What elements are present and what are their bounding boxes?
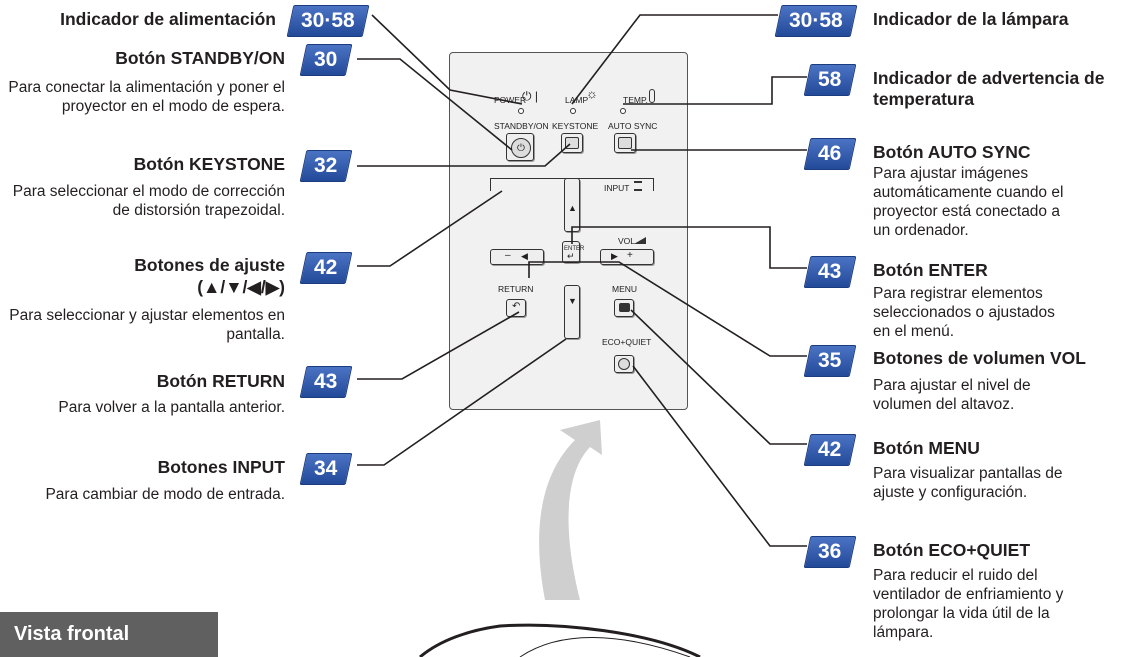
enter-label: Botón ENTER — [873, 260, 988, 280]
power-led — [518, 108, 524, 114]
power-button-icon: ⏻ — [511, 138, 531, 158]
panel-autosync-text: AUTO SYNC — [608, 121, 658, 131]
left-minus-button[interactable]: – ◀ — [490, 249, 544, 265]
projector-inner-outline — [519, 637, 691, 657]
panel-vol-text: VOL — [618, 236, 636, 246]
down-button[interactable]: ▼ — [564, 285, 580, 339]
panel-temp-text: TEMP. — [623, 95, 648, 105]
menu-description: Para visualizar pantallas de ajuste y co… — [873, 465, 1063, 501]
menu-icon — [619, 303, 630, 312]
up-arrow-icon: ▲ — [568, 203, 577, 213]
power-indicator-label: Indicador de alimentación — [60, 9, 276, 29]
minus-text: – — [505, 250, 511, 261]
front-view-banner: Vista frontal — [0, 612, 218, 657]
volume-label: Botones de volumen VOL — [873, 348, 1086, 368]
up-big-arrow-icon — [539, 420, 602, 600]
right-arrow-icon: ▶ — [611, 251, 618, 261]
return-description: Para volver a la pantalla anterior. — [58, 399, 285, 416]
return-button[interactable]: ↶ — [506, 299, 526, 317]
panel-standby-text: STANDBY/ON — [494, 121, 549, 131]
menu-leader-line — [630, 309, 807, 445]
lamp-symbol-icon: ☼ — [586, 86, 598, 101]
temp-led — [620, 108, 626, 114]
adjust-label: Botones de ajuste — [134, 255, 285, 275]
return-arrow-icon: ↶ — [512, 301, 521, 312]
panel-power-text: POWER — [494, 95, 527, 105]
auto-sync-icon — [618, 137, 632, 149]
panel-enter-text: ENTER — [564, 246, 585, 252]
keystone-description: Para seleccionar el modo de corrección d… — [12, 183, 285, 219]
volume-wedge-icon — [634, 237, 646, 244]
standby-leader-line — [357, 58, 513, 151]
eco-label: Botón ECO+QUIET — [873, 540, 1031, 560]
standby-description: Para conectar la alimentación y poner el… — [8, 79, 285, 115]
input-leader-line — [357, 338, 567, 466]
menu-button[interactable] — [614, 299, 634, 317]
panel-return-text: RETURN — [498, 284, 534, 294]
eco-description: Para reducir el ruido del ventilador de … — [873, 567, 1064, 641]
front-view-title: Vista frontal — [14, 623, 130, 645]
adjust-description: Para seleccionar y ajustar elementos en … — [9, 307, 285, 343]
lamp-indicator-label: Indicador de la lámpara — [873, 9, 1069, 29]
control-panel: POWER ⏻ | LAMP ☼ TEMP. STANDBY/ON ⏻ KEYS… — [449, 52, 688, 410]
enter-button[interactable]: ENTER ↵ — [562, 241, 584, 263]
thermometer-icon — [649, 89, 655, 103]
eco-leader-line — [632, 365, 807, 547]
standby-label: Botón STANDBY/ON — [115, 48, 285, 68]
adjust-leader-line — [357, 190, 503, 267]
lamp-leader-line — [571, 14, 778, 105]
projector-outline — [419, 623, 701, 657]
enter-description: Para registrar elementos seleccionados o… — [873, 285, 1055, 340]
menu-label: Botón MENU — [873, 438, 980, 458]
left-arrow-icon: ◀ — [521, 251, 528, 261]
volume-leader-line — [528, 261, 807, 357]
return-label: Botón RETURN — [156, 371, 285, 391]
temp-leader-line — [623, 76, 807, 105]
panel-eco-text: ECO+QUIET — [602, 337, 652, 347]
autosync-description: Para ajustar imágenes automáticamente cu… — [873, 165, 1064, 239]
power-symbol-icon: ⏻ | — [522, 89, 538, 103]
keystone-label: Botón KEYSTONE — [133, 154, 285, 174]
enter-leader-line — [571, 226, 807, 269]
input-description: Para cambiar de modo de entrada. — [45, 486, 285, 503]
eco-quiet-button[interactable] — [614, 355, 634, 373]
enter-arrow-icon: ↵ — [567, 251, 575, 261]
panel-menu-text: MENU — [612, 284, 638, 294]
volume-description: Para ajustar el nivel de volumen del alt… — [873, 377, 1031, 413]
plus-text: + — [627, 250, 633, 261]
input-label: Botones INPUT — [157, 457, 285, 477]
lamp-led — [570, 108, 576, 114]
input-icon — [634, 181, 642, 191]
return-leader-line — [357, 311, 520, 380]
autosync-label: Botón AUTO SYNC — [873, 142, 1031, 162]
panel-input-text: INPUT — [602, 183, 632, 193]
eco-leaf-icon — [618, 358, 630, 370]
auto-sync-button[interactable] — [614, 133, 636, 153]
panel-lamp-text: LAMP — [565, 95, 589, 105]
adjust-arrows-label: (▲/▼/◀/▶) — [197, 277, 285, 297]
down-arrow-icon: ▼ — [568, 296, 577, 306]
power-leader-line — [371, 14, 523, 105]
keystone-leader-line — [357, 143, 571, 167]
right-plus-button[interactable]: ▶ + — [600, 249, 654, 265]
standby-on-button[interactable]: ⏻ — [506, 133, 534, 161]
temp-indicator-label: Indicador de advertencia de temperatura — [873, 68, 1105, 109]
panel-keystone-text: KEYSTONE — [552, 121, 599, 131]
